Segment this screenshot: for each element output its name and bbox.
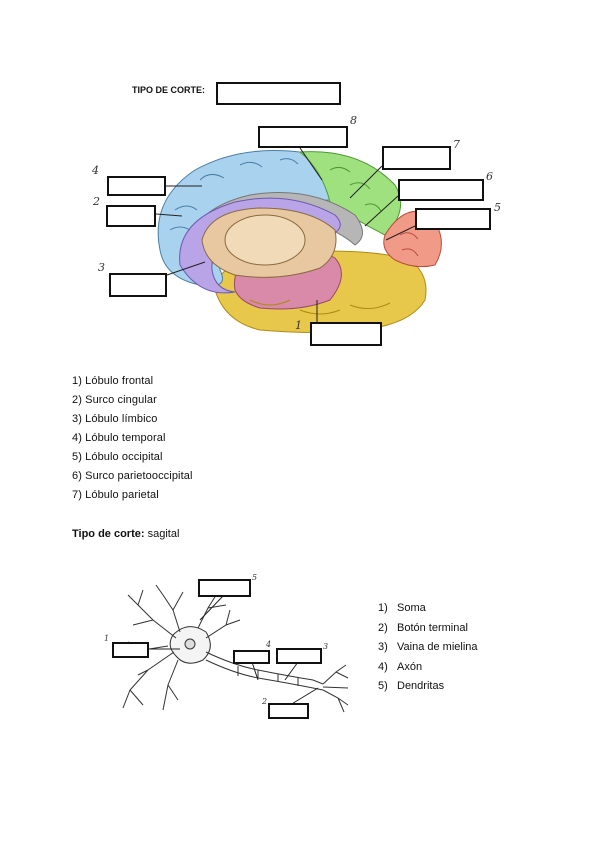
neuron-callout-3: 3 (323, 642, 329, 651)
legend-item: 5) Lóbulo occipital (72, 451, 163, 463)
neuron-illustration (122, 582, 349, 713)
list-item: 2)Botón terminal (378, 621, 468, 634)
brain-label-box-2[interactable] (106, 205, 156, 227)
brain-label-box-4[interactable] (107, 176, 166, 196)
neuron-callout-2: 2 (262, 697, 268, 706)
legend-item: 7) Lóbulo parietal (72, 489, 159, 501)
brain-label-box-6[interactable] (398, 179, 484, 201)
neuron-parts-list: 1)Soma 2)Botón terminal 3)Vaina de mieli… (378, 602, 478, 700)
brain-label-box-8[interactable] (258, 126, 348, 148)
neuron-terminal (322, 664, 349, 713)
legend-item: 1) Lóbulo frontal (72, 375, 154, 387)
brain-illustration (157, 150, 442, 333)
brain-label-box-7[interactable] (382, 146, 451, 170)
neuron-label-box-1[interactable] (112, 642, 149, 658)
section-type-value: sagital (144, 528, 180, 540)
legend-item: 3) Lóbulo límbico (72, 413, 158, 425)
brain-callout-3: 3 (98, 261, 105, 274)
brain-callout-6: 6 (486, 170, 493, 183)
brain-callout-2: 2 (93, 195, 100, 208)
brain-callout-5: 5 (494, 201, 501, 214)
legend-item: 2) Surco cingular (72, 394, 157, 406)
neuron-label-box-3[interactable] (276, 648, 322, 664)
list-item: 5)Dendritas (378, 680, 445, 692)
brain-callout-1: 1 (295, 319, 302, 332)
thalamus-center (224, 214, 306, 266)
neuron-callout-5: 5 (252, 573, 258, 582)
brain-callout-4: 4 (92, 164, 99, 177)
neuron-callout-4: 4 (266, 640, 272, 649)
neuron-label-box-4[interactable] (233, 650, 270, 664)
section-type-label: Tipo de corte: (72, 528, 145, 540)
neuron-callout-1: 1 (104, 634, 110, 643)
section-type-answer-box[interactable] (216, 82, 341, 105)
list-item: 3)Vaina de mielina (378, 641, 478, 653)
section-header: TIPO DE CORTE: (132, 85, 206, 95)
neuron-label-box-2[interactable] (268, 703, 309, 719)
brain-callout-7: 7 (453, 138, 460, 151)
brain-label-box-1[interactable] (310, 322, 382, 346)
list-item: 4)Axón (378, 660, 423, 673)
legend-item: 6) Surco parietooccipital (72, 470, 193, 482)
brain-leader-lines (155, 147, 416, 322)
section-type-answer: Tipo de corte: sagital (72, 528, 179, 540)
list-item: 1)Soma (378, 602, 426, 614)
brain-label-box-3[interactable] (109, 273, 167, 297)
neuron-leader-lines (148, 595, 319, 706)
brain-label-box-5[interactable] (415, 208, 491, 230)
brain-callout-8: 8 (350, 114, 357, 127)
legend-item: 4) Lóbulo temporal (72, 432, 166, 444)
neuron-label-box-5[interactable] (198, 579, 251, 597)
